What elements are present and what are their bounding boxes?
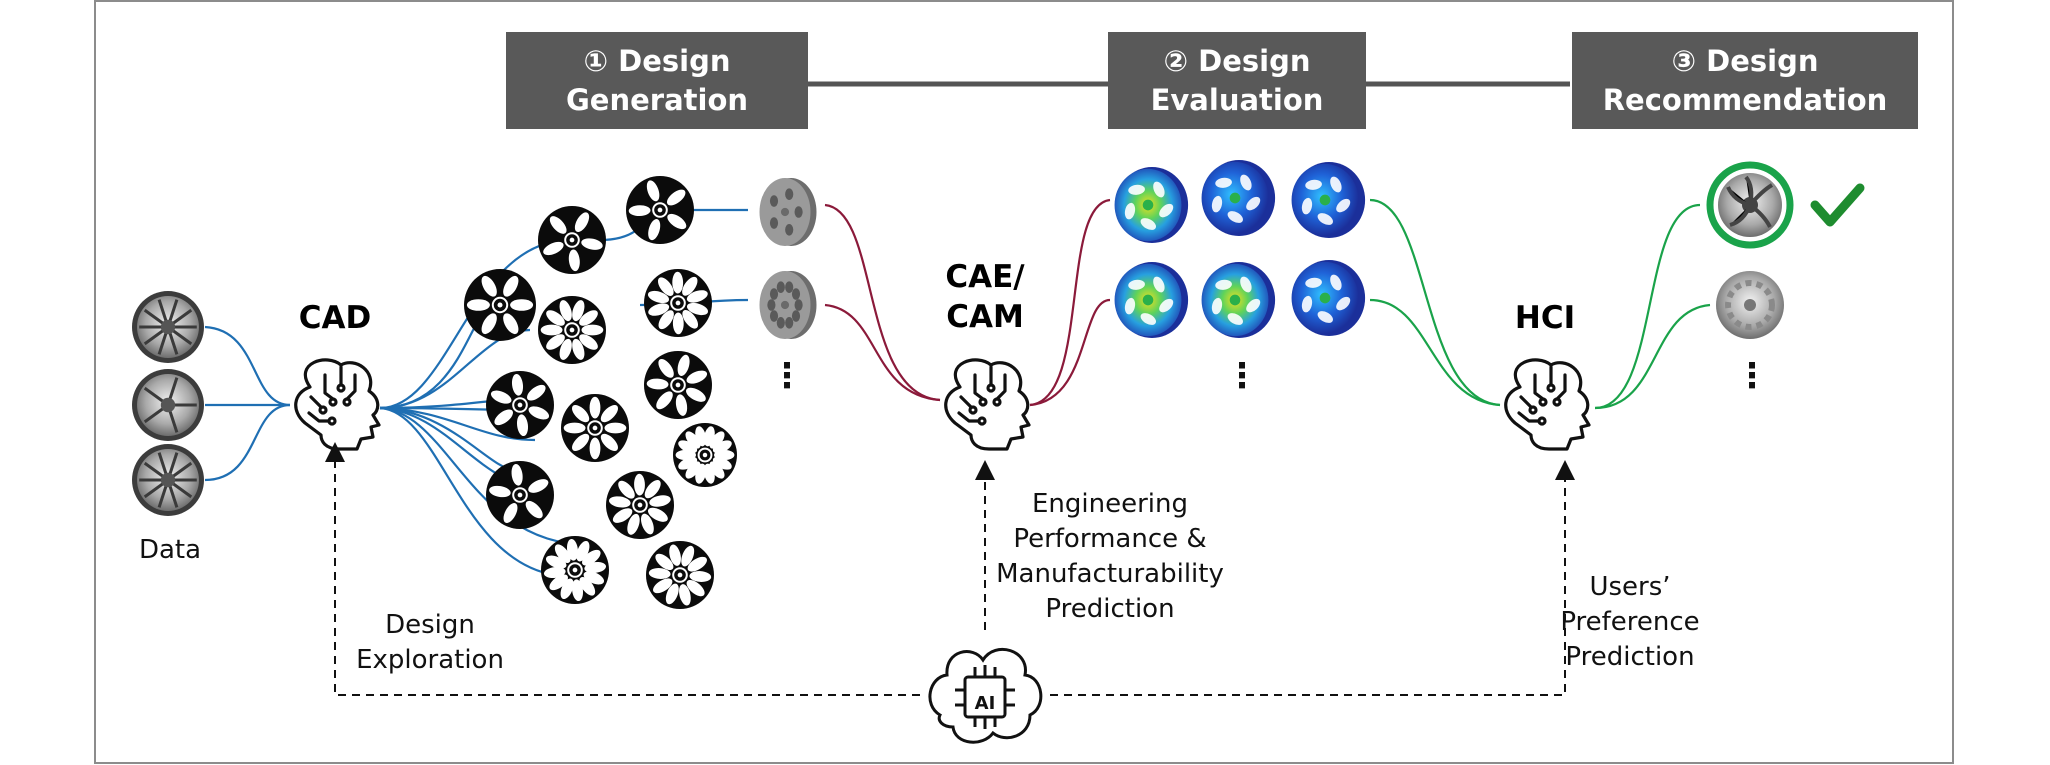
wheel-icon bbox=[606, 471, 674, 539]
stage-design-generation: ① Design Generation bbox=[506, 32, 808, 129]
engineering-line4: Prediction bbox=[1045, 594, 1175, 624]
rendered-wheels bbox=[759, 178, 817, 339]
recommended-wheels bbox=[1706, 161, 1794, 339]
preference-line3: Prediction bbox=[1565, 642, 1695, 672]
cae-links bbox=[824, 198, 1111, 407]
design-exploration-label: Design Exploration bbox=[340, 608, 520, 678]
figure-frame bbox=[94, 0, 1954, 764]
wheel-icon bbox=[538, 206, 606, 274]
wheel-icon bbox=[1201, 262, 1276, 338]
data-label: Data bbox=[138, 535, 202, 565]
brain-circuit-icon bbox=[944, 358, 1031, 451]
preference-line1: Users’ bbox=[1589, 572, 1671, 602]
wheel-icon bbox=[486, 371, 554, 439]
engineering-line2: Performance & bbox=[1013, 524, 1207, 554]
engineering-prediction-label: Engineering Performance & Manufacturabil… bbox=[990, 487, 1230, 627]
stage-design-evaluation: ② Design Evaluation bbox=[1108, 32, 1366, 129]
wheel-icon bbox=[561, 394, 629, 462]
recommended-ellipsis: ⋮ bbox=[1735, 356, 1769, 396]
engineering-line3: Manufacturability bbox=[996, 559, 1224, 589]
wheel-icon bbox=[626, 176, 694, 244]
hci-label: HCI bbox=[1514, 300, 1576, 336]
wheel-icon bbox=[132, 369, 204, 441]
wheel-icon bbox=[646, 541, 714, 609]
wheel-icon bbox=[673, 423, 737, 487]
wheel-icon bbox=[759, 178, 817, 246]
hci-links bbox=[1369, 198, 1711, 410]
stage-title-line1: ① Design bbox=[583, 43, 731, 78]
evaluated-wheels bbox=[1114, 160, 1366, 338]
stage-title-line1: ③ Design bbox=[1671, 43, 1819, 78]
wheel-icon bbox=[1291, 260, 1366, 336]
cae-label-line1: CAE/ bbox=[945, 259, 1025, 295]
brain-circuit-icon bbox=[294, 358, 381, 451]
checkmark-icon bbox=[1810, 183, 1865, 227]
preference-prediction-label: Users’ Preference Prediction bbox=[1545, 570, 1715, 675]
wheel-icon bbox=[464, 269, 536, 341]
engineering-line1: Engineering bbox=[1032, 489, 1188, 519]
stage-title-line2: Generation bbox=[565, 82, 749, 117]
exploration-line1: Design bbox=[385, 610, 475, 640]
exploration-line2: Exploration bbox=[356, 645, 504, 675]
generated-ellipsis: ⋮ bbox=[770, 356, 804, 396]
data-wheels bbox=[132, 291, 204, 516]
wheel-icon bbox=[1201, 160, 1276, 236]
cae-label-line2: CAM bbox=[946, 299, 1024, 335]
wheel-icon bbox=[1114, 167, 1189, 243]
stage-title-line2: Recommendation bbox=[1602, 82, 1888, 117]
wheel-icon bbox=[644, 351, 712, 419]
generated-wheels bbox=[464, 176, 737, 609]
stage-title-line2: Evaluation bbox=[1150, 82, 1324, 117]
data-links bbox=[204, 325, 291, 482]
ai-chip-icon bbox=[928, 647, 1043, 744]
stage-design-recommendation: ③ Design Recommendation bbox=[1572, 32, 1918, 129]
wheel-icon bbox=[132, 291, 204, 363]
wheel-icon bbox=[132, 444, 204, 516]
wheel-icon bbox=[486, 461, 554, 529]
wheel-icon bbox=[1291, 162, 1366, 238]
ai-feedback-arrows bbox=[325, 442, 1575, 696]
wheel-icon bbox=[759, 271, 817, 339]
stage-title-line1: ② Design bbox=[1163, 43, 1311, 78]
wheel-icon bbox=[538, 296, 606, 364]
ai-chip-label: AI bbox=[975, 693, 996, 714]
wheel-icon bbox=[541, 536, 609, 604]
wheel-icon bbox=[1114, 262, 1189, 338]
brain-circuit-icon bbox=[1504, 358, 1591, 451]
cad-label: CAD bbox=[298, 300, 372, 336]
wheel-icon bbox=[644, 269, 712, 337]
preference-line2: Preference bbox=[1560, 607, 1700, 637]
evaluated-ellipsis: ⋮ bbox=[1225, 356, 1259, 396]
